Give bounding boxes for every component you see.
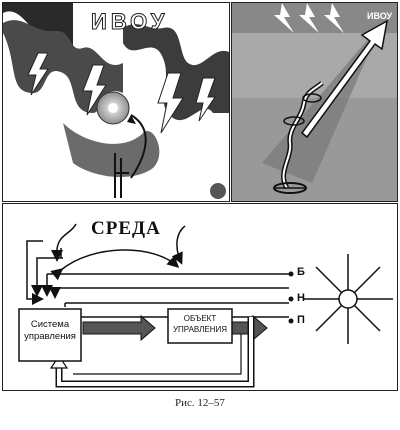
left-illustration-panel: ИВОУ: [2, 2, 230, 202]
control-system-line-1: Система: [30, 319, 70, 330]
environment-curves: [50, 223, 186, 281]
environment-label: СРЕДА: [91, 218, 161, 239]
control-diagram-panel: СРЕДА Система управления ОБЪЕКТ УПРАВЛЕН…: [2, 203, 398, 391]
control-object-line-2: УПРАВЛЕНИЯ: [172, 325, 228, 334]
object-star-symbol: [303, 254, 393, 344]
control-system-box: [18, 308, 82, 362]
output-terminals: [288, 271, 294, 324]
left-illustration: [3, 3, 229, 199]
control-diagram: [18, 223, 393, 388]
control-object-line-1: ОБЪЕКТ: [183, 314, 217, 323]
control-object-label: ОБЪЕКТ УПРАВЛЕНИЯ: [168, 313, 232, 335]
right-panel-label: ИВОУ: [367, 11, 393, 21]
right-illustration-panel: ИВОУ: [231, 2, 398, 202]
control-object-box: [167, 308, 233, 344]
output-label-b: Б: [297, 266, 305, 278]
control-system-label: Система управления: [19, 319, 81, 343]
control-system-line-2: управления: [24, 331, 76, 342]
right-illustration: [232, 3, 397, 201]
output-label-n: Н: [297, 292, 305, 304]
feedback-lines: [26, 240, 291, 318]
figure-caption: Рис. 12–57: [175, 397, 225, 409]
wide-arrows: [49, 314, 268, 388]
left-panel-label: ИВОУ: [90, 9, 169, 35]
output-label-p: П: [297, 314, 305, 326]
